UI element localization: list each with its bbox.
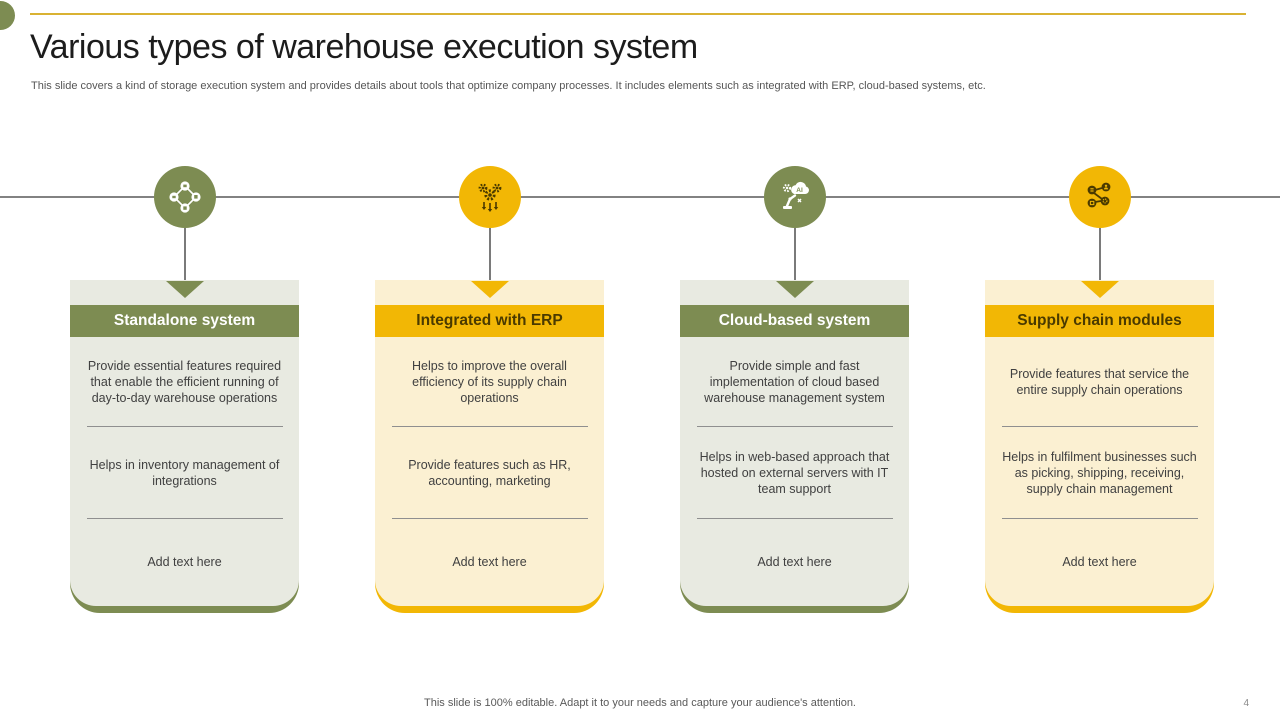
column-standalone-system: Standalone system Provide essential feat… [70,0,299,720]
timeline-line [0,196,1280,198]
divider [86,426,283,427]
divider [86,518,283,519]
card-point: Provide features that service the entire… [1009,366,1190,397]
card-point: Helps in web-based approach that hosted … [699,449,890,496]
card-point: Provide simple and fast implementation o… [704,358,885,405]
down-arrow [775,281,814,298]
info-card: Integrated with ERP Helps to improve the… [375,280,604,613]
card-point: Provide features such as HR, accounting,… [408,457,571,488]
card-body: Supply chain modules Provide features th… [985,280,1214,606]
card-title: Supply chain modules [985,305,1214,337]
divider [1001,518,1198,519]
divider [696,518,893,519]
svg-text:AI: AI [796,187,803,194]
card-body: Integrated with ERP Helps to improve the… [375,280,604,606]
column-integrated-with-erp: Integrated with ERP Helps to improve the… [375,0,604,720]
corner-accent-shape [0,1,15,30]
connector-line [1098,228,1101,282]
divider [696,426,893,427]
card-body: Cloud-based system Provide simple and fa… [680,280,909,606]
page-number: 4 [1243,698,1249,709]
card-point: Helps in fulfilment businesses such as p… [1002,449,1197,496]
card-point: Helps to improve the overall efficiency … [412,358,567,405]
page-title: Various types of warehouse execution sys… [30,28,698,66]
ai-cloud-automation-icon: AI [763,166,826,228]
card-point: Provide essential features required that… [87,358,282,405]
footer-note: This slide is 100% editable. Adapt it to… [424,697,856,709]
card-title: Standalone system [70,305,299,337]
down-arrow [165,281,204,298]
info-card: Cloud-based system Provide simple and fa… [680,280,909,613]
add-text-placeholder[interactable]: Add text here [1062,555,1137,569]
gears-icon [458,166,521,228]
column-supply-chain-modules: Supply chain modules Provide features th… [985,0,1214,720]
add-text-placeholder[interactable]: Add text here [757,555,832,569]
divider [1001,426,1198,427]
down-arrow [470,281,509,298]
card-title: Integrated with ERP [375,305,604,337]
add-text-placeholder[interactable]: Add text here [452,555,527,569]
top-rule [30,13,1246,15]
divider [391,518,588,519]
connector-line [793,228,796,282]
info-card: Standalone system Provide essential feat… [70,280,299,613]
page-subtitle: This slide covers a kind of storage exec… [31,80,986,92]
card-point: Helps in inventory management of integra… [89,457,280,488]
info-card: Supply chain modules Provide features th… [985,280,1214,613]
connector-line [183,228,186,282]
supply-chain-network-icon [1068,166,1131,228]
card-title: Cloud-based system [680,305,909,337]
divider [391,426,588,427]
column-cloud-based-system: AI Cloud-based system Provide simple and… [680,0,909,720]
supply-cycle-icon [153,166,216,228]
card-body: Standalone system Provide essential feat… [70,280,299,606]
down-arrow [1080,281,1119,298]
connector-line [488,228,491,282]
add-text-placeholder[interactable]: Add text here [147,555,222,569]
